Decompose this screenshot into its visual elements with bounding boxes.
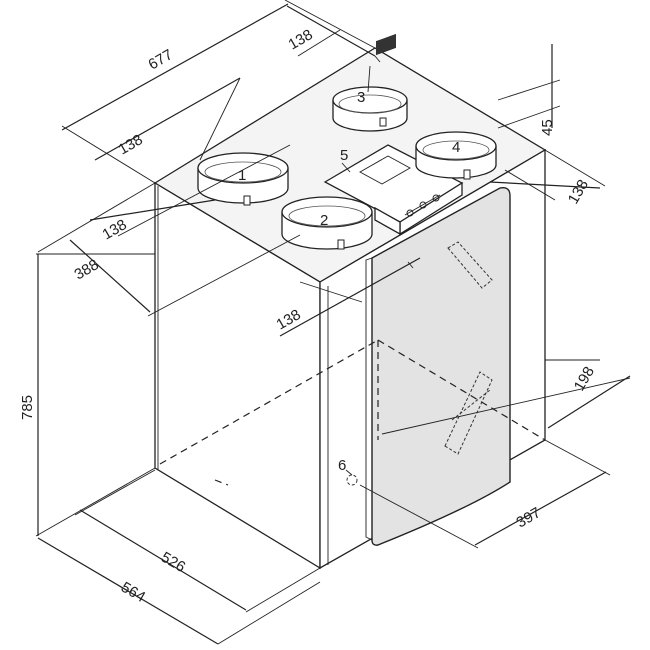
duct-ports	[197, 86, 497, 250]
control-box	[323, 33, 464, 236]
dimension-lines	[35, 0, 631, 645]
port-2	[281, 196, 373, 250]
control-box-label: 5	[340, 147, 348, 164]
dim-198: 198	[571, 364, 598, 394]
dim-397: 397	[514, 504, 544, 531]
part-labels: 1 2 3 4 5 6	[238, 89, 460, 474]
dim-138-left2: 138	[100, 216, 130, 243]
port-4	[415, 131, 497, 180]
port-4-label: 4	[452, 139, 460, 156]
dim-785: 785	[19, 395, 36, 420]
port-1	[197, 152, 289, 206]
dim-138-left: 138	[116, 131, 146, 158]
dim-138-right: 138	[565, 177, 592, 207]
port-1-label: 1	[238, 167, 246, 184]
dim-564: 564	[118, 579, 148, 606]
port-3	[332, 86, 408, 132]
leader-lines	[341, 65, 414, 476]
dim-45: 45	[539, 119, 556, 136]
port-3-label: 3	[357, 89, 365, 106]
condensate-drain-label: 6	[338, 457, 346, 474]
hidden-edges	[159, 241, 546, 486]
door-panel	[371, 186, 511, 546]
port-2-label: 2	[320, 212, 328, 229]
unit-body	[153, 33, 547, 570]
dim-138-top: 138	[286, 26, 316, 53]
dim-388: 388	[72, 256, 102, 283]
